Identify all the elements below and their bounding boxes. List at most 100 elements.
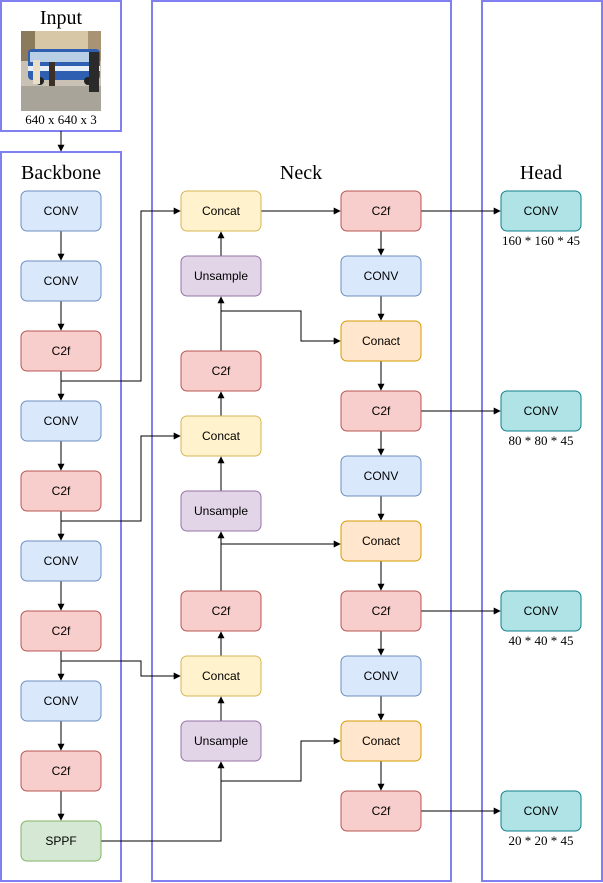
node-box-n_concat3 [180,655,262,697]
node-box-b8 [20,680,102,722]
node-box-n_unsample2 [180,490,262,532]
head-panel [481,0,603,882]
node-n_concat2: Concat [180,415,262,457]
node-label-h4: CONV [524,804,559,818]
node-h2: CONV 80 * 80 * 45 [500,390,582,448]
node-label-r_c2f4: C2f [372,804,391,818]
node-b7: C2f [20,610,102,652]
node-n_unsample1: Unsample [180,255,262,297]
node-box-b5 [20,470,102,512]
node-box-n_unsample1 [180,255,262,297]
node-b9: C2f [20,750,102,792]
node-b10: SPPF [20,820,102,862]
node-label-r_conv2: CONV [364,469,399,483]
node-b3: C2f [20,330,102,372]
node-label-b10: SPPF [45,834,76,848]
node-box-b9 [20,750,102,792]
nodes: CONVCONVC2fCONVC2fCONVC2fCONVC2fSPPFConc… [20,190,582,862]
node-n_concat1: Concat [180,190,262,232]
node-b8: CONV [20,680,102,722]
node-r_conact3: Conact [340,720,422,762]
node-box-b3 [20,330,102,372]
node-h1: CONV 160 * 160 * 45 [500,190,582,248]
node-label-b1: CONV [44,204,79,218]
node-box-n_concat2 [180,415,262,457]
node-box-b10 [20,820,102,862]
input-title: Input [40,7,83,29]
node-box-h3 [500,590,582,632]
node-label-r_c2f2: C2f [372,404,391,418]
input-image [21,31,101,111]
node-r_c2f1: C2f [340,190,422,232]
node-label-r_c2f3: C2f [372,604,391,618]
node-n_unsample2: Unsample [180,490,262,532]
node-b6: CONV [20,540,102,582]
node-caption-h1: 160 * 160 * 45 [502,233,580,248]
node-h3: CONV 40 * 40 * 45 [500,590,582,648]
neck-title: Neck [280,162,322,184]
node-box-r_conact1 [340,320,422,362]
node-box-b6 [20,540,102,582]
node-box-h1 [500,190,582,232]
node-box-r_c2f4 [340,790,422,832]
node-box-b1 [20,190,102,232]
edge-b5-to-concat2 [61,432,181,522]
node-label-h1: CONV [524,204,559,218]
node-n_concat3: Concat [180,655,262,697]
node-label-b6: CONV [44,554,79,568]
node-h4: CONV 20 * 20 * 45 [500,790,582,848]
node-label-r_c2f1: C2f [372,204,391,218]
node-label-r_conact3: Conact [362,734,401,748]
neck-panel [151,0,452,882]
node-box-b7 [20,610,102,652]
node-r_conact2: Conact [340,520,422,562]
node-box-h2 [500,390,582,432]
node-box-r_c2f2 [340,390,422,432]
node-label-n_concat3: Concat [202,669,241,683]
node-box-b2 [20,260,102,302]
node-b5: C2f [20,470,102,512]
node-label-n_concat2: Concat [202,429,241,443]
node-n_c2f2: C2f [180,590,262,632]
node-r_c2f4: C2f [340,790,422,832]
node-label-h3: CONV [524,604,559,618]
node-box-r_c2f1 [340,190,422,232]
node-label-b3: C2f [52,344,71,358]
node-r_c2f2: C2f [340,390,422,432]
backbone-panel [0,151,122,882]
node-label-r_conv1: CONV [364,269,399,283]
node-label-b2: CONV [44,274,79,288]
node-caption-h3: 40 * 40 * 45 [509,633,574,648]
edge-b7-to-concat3 [61,660,181,680]
edge-sppf-to-unsample3 [101,761,225,842]
node-r_conv2: CONV [340,455,422,497]
node-label-n_unsample1: Unsample [194,269,248,283]
node-n_unsample3: Unsample [180,720,262,762]
edge-c2f1-to-conact1 [221,310,341,345]
node-box-h4 [500,790,582,832]
node-label-n_c2f1: C2f [212,364,231,378]
backbone-title: Backbone [21,162,101,184]
node-label-r_conact1: Conact [362,334,401,348]
node-label-n_concat1: Concat [202,204,241,218]
edges [57,131,501,842]
node-label-b4: CONV [44,414,79,428]
node-label-b8: CONV [44,694,79,708]
node-b4: CONV [20,400,102,442]
node-label-b7: C2f [52,624,71,638]
node-r_conv1: CONV [340,255,422,297]
node-caption-h2: 80 * 80 * 45 [509,433,574,448]
node-box-r_conv1 [340,255,422,297]
node-b2: CONV [20,260,102,302]
node-n_c2f1: C2f [180,350,262,392]
node-label-n_unsample3: Unsample [194,734,248,748]
edge-b3-to-concat1 [61,207,181,382]
node-label-b9: C2f [52,764,71,778]
node-label-n_c2f2: C2f [212,604,231,618]
node-r_conact1: Conact [340,320,422,362]
node-b1: CONV [20,190,102,232]
node-caption-h4: 20 * 20 * 45 [509,833,574,848]
head-title: Head [520,162,562,184]
node-label-h2: CONV [524,404,559,418]
node-box-r_conact3 [340,720,422,762]
